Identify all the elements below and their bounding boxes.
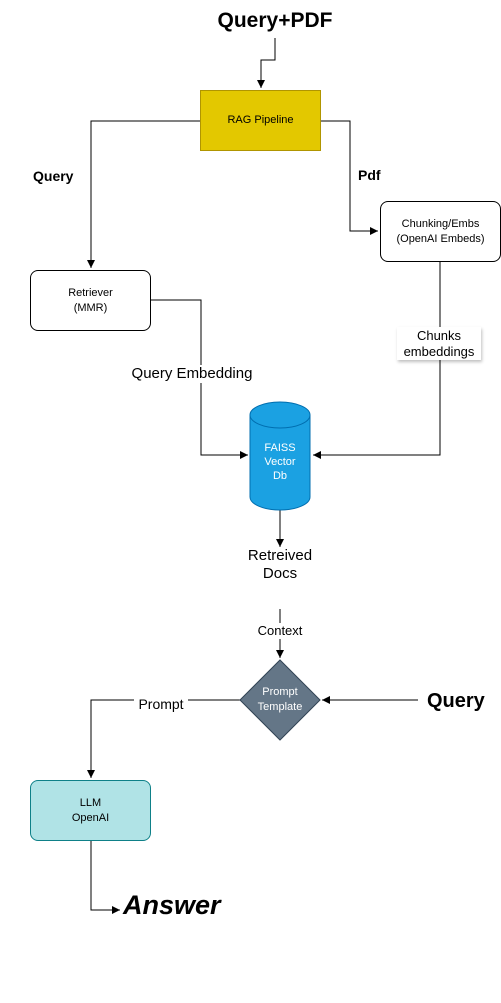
faiss-label-line2: Vector <box>264 455 296 468</box>
retriever-label-line2: (MMR) <box>73 301 108 314</box>
edge-label-retreived-docs: Retreived Docs <box>244 547 316 583</box>
faiss-label: FAISS Vector Db <box>250 432 310 492</box>
edge-title-to-rag <box>257 38 276 88</box>
faiss-vector-db-node <box>249 401 311 511</box>
chunking-label-line2: (OpenAI Embeds) <box>396 232 485 245</box>
rag-pipeline-node: RAG Pipeline <box>200 90 321 151</box>
chunks-embeddings-line2: embeddings <box>403 343 475 359</box>
edge-chunking-to-faiss <box>313 260 441 459</box>
llm-label-line1: LLM <box>79 796 102 809</box>
edge-label-query: Query <box>33 168 74 184</box>
prompt-template-node <box>239 659 321 741</box>
retriever-node: Retriever (MMR) <box>30 270 151 331</box>
edge-label-query-embedding: Query Embedding <box>124 365 260 383</box>
chunking-label-line1: Chunking/Embs <box>401 217 480 230</box>
edge-label-prompt: Prompt <box>134 696 188 713</box>
chunking-embs-node: Chunking/Embs (OpenAI Embeds) <box>380 201 501 262</box>
faiss-label-line1: FAISS <box>264 441 296 454</box>
retreived-docs-line2: Docs <box>262 565 298 582</box>
edge-prompt-to-llm <box>87 699 240 778</box>
edge-rag-to-chunking <box>321 120 378 235</box>
llm-openai-node: LLM OpenAI <box>30 780 151 841</box>
retriever-label-line1: Retriever <box>68 286 113 299</box>
query-input-label: Query <box>427 690 485 712</box>
edge-llm-to-answer <box>90 840 120 914</box>
prompt-template-label: Prompt Template <box>245 680 315 720</box>
retreived-docs-line1: Retreived <box>247 547 313 564</box>
diagram-title: Query+PDF <box>217 9 333 32</box>
llm-label-line2: OpenAI <box>71 811 110 824</box>
chunks-embeddings-line1: Chunks <box>416 328 462 343</box>
edge-label-pdf: Pdf <box>358 167 381 183</box>
answer-label: Answer <box>123 890 221 920</box>
prompt-template-line1: Prompt <box>262 686 298 699</box>
edge-label-context: Context <box>253 623 307 639</box>
prompt-template-line2: Template <box>257 701 303 713</box>
rag-pipeline-label: RAG Pipeline <box>227 114 294 127</box>
edge-label-chunks-embeddings: Chunks embeddings <box>397 327 481 361</box>
edge-rag-to-retriever <box>87 120 201 268</box>
faiss-label-line3: Db <box>272 470 288 483</box>
